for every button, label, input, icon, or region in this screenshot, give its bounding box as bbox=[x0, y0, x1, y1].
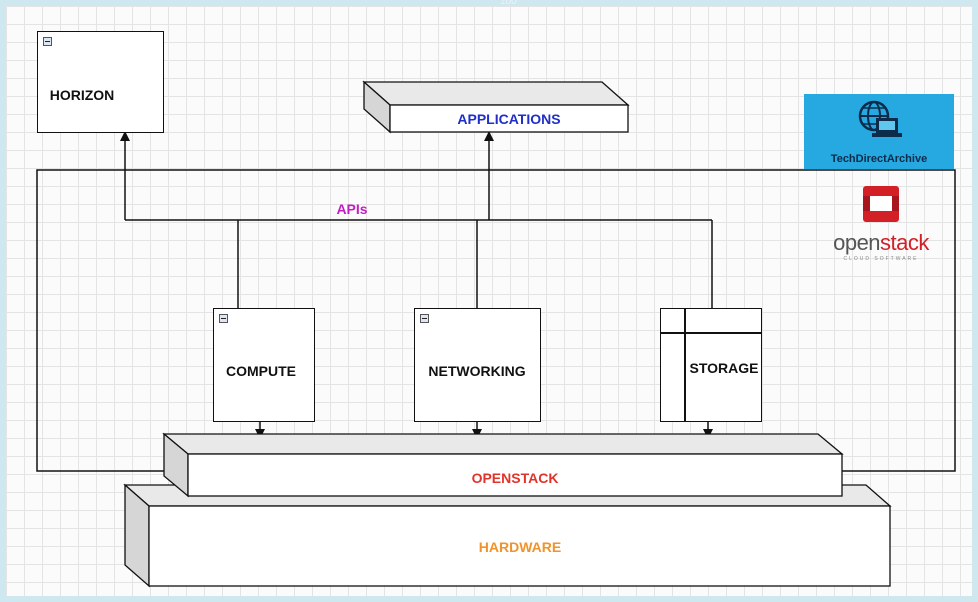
openstack-label: OPENSTACK bbox=[471, 470, 559, 486]
openstack-logo-icon bbox=[863, 186, 899, 222]
window-title-strip: 100 bbox=[500, 0, 517, 7]
networking-label: NETWORKING bbox=[428, 363, 526, 379]
networking-box[interactable] bbox=[414, 308, 541, 422]
applications-label: APPLICATIONS bbox=[457, 111, 561, 127]
collapse-icon[interactable] bbox=[420, 314, 429, 323]
diagram-canvas: HORIZON APPLICATIONS APIs COMPUTE NETWOR… bbox=[6, 6, 972, 596]
storage-box[interactable] bbox=[660, 308, 762, 422]
openstack-tagline: CLOUD SOFTWARE bbox=[843, 256, 919, 262]
openstack-logo: openstack CLOUD SOFTWARE bbox=[806, 178, 956, 268]
hardware-label: HARDWARE bbox=[478, 539, 562, 555]
openstack-wordmark: openstack bbox=[833, 230, 929, 255]
diagram-lines bbox=[36, 80, 956, 588]
horizon-box[interactable] bbox=[37, 31, 164, 133]
storage-top-divider bbox=[661, 332, 761, 334]
apis-label: APIs bbox=[336, 201, 368, 217]
hardware-slab bbox=[123, 483, 892, 588]
brand-badge: TechDirectArchive bbox=[804, 94, 954, 169]
applications-slab bbox=[362, 80, 630, 134]
compute-box[interactable] bbox=[213, 308, 315, 422]
storage-label: STORAGE bbox=[689, 360, 759, 376]
compute-label: COMPUTE bbox=[226, 363, 296, 379]
brand-label: TechDirectArchive bbox=[830, 153, 928, 165]
openstack-slab bbox=[162, 432, 844, 498]
globe-laptop-icon bbox=[858, 100, 902, 137]
storage-left-divider bbox=[684, 309, 686, 421]
horizon-label: HORIZON bbox=[49, 87, 115, 103]
collapse-icon[interactable] bbox=[219, 314, 228, 323]
collapse-icon[interactable] bbox=[43, 37, 52, 46]
